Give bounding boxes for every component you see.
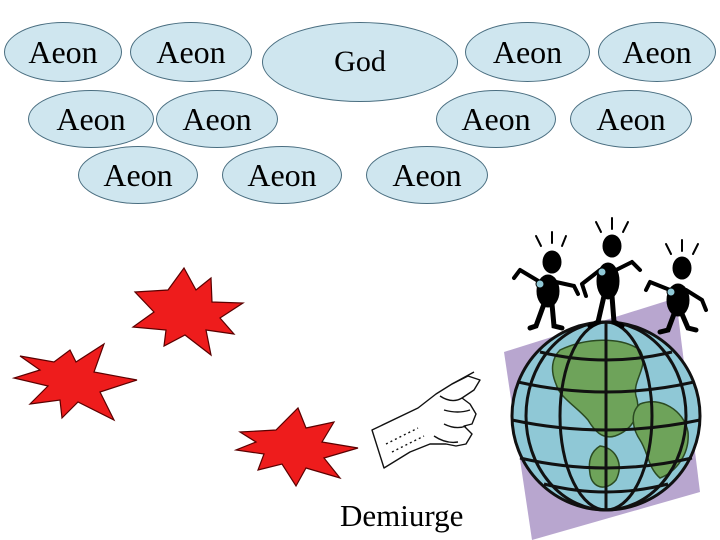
aeon-oval: Aeon <box>366 146 488 204</box>
aeon-oval: Aeon <box>156 90 278 148</box>
aeon-label: Aeon <box>596 100 666 137</box>
aeon-oval: Aeon <box>465 22 590 82</box>
aeon-label: Aeon <box>247 156 317 193</box>
starburst-icon <box>233 406 359 488</box>
hand-icon <box>371 371 481 469</box>
stick-figure-icon <box>644 239 708 335</box>
aeon-oval: Aeon <box>78 146 198 204</box>
aeon-label: Aeon <box>461 100 531 137</box>
aeon-oval: Aeon <box>28 90 154 148</box>
god-label: God <box>334 45 386 78</box>
starburst-icon <box>11 342 138 422</box>
aeon-label: Aeon <box>28 33 98 70</box>
aeon-label: Aeon <box>622 33 692 70</box>
aeon-label: Aeon <box>56 100 126 137</box>
stick-figure-icon <box>580 217 642 329</box>
globe-icon <box>510 320 702 512</box>
god-oval: God <box>262 22 458 102</box>
demiurge-label: Demiurge <box>340 498 464 533</box>
aeon-oval: Aeon <box>598 22 716 82</box>
aeon-oval: Aeon <box>436 90 556 148</box>
aeon-oval: Aeon <box>222 146 342 204</box>
aeon-oval: Aeon <box>130 22 252 82</box>
aeon-label: Aeon <box>182 100 252 137</box>
aeon-label: Aeon <box>156 33 226 70</box>
starburst-icon <box>131 266 245 357</box>
aeon-oval: Aeon <box>570 90 692 148</box>
stick-figure-icon <box>512 231 580 331</box>
aeon-label: Aeon <box>492 33 563 70</box>
aeon-label: Aeon <box>103 156 173 193</box>
aeon-label: Aeon <box>392 156 462 193</box>
aeon-oval: Aeon <box>4 22 122 82</box>
